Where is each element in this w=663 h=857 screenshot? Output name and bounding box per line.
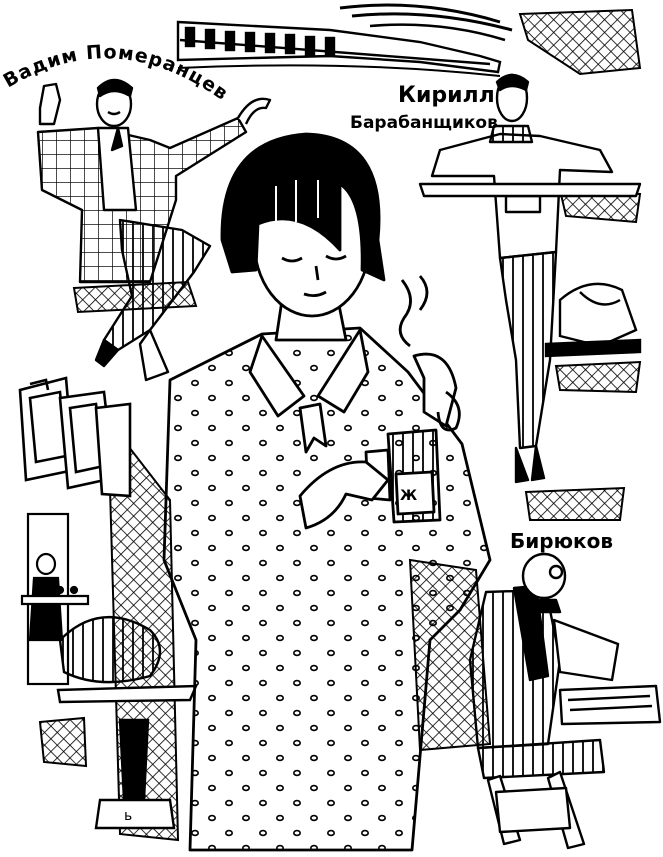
svg-text:Ж: Ж [400, 488, 417, 504]
train-drawing [176, 3, 513, 77]
figure-girl-with-tea: Ж [162, 132, 492, 852]
suitcases [18, 376, 132, 498]
figure-vadim-pomerantsev [36, 78, 272, 382]
figure-biryukov [468, 552, 662, 850]
pillow-on-shelf [544, 282, 642, 358]
figure-kirill-barabanshchikov [418, 73, 642, 484]
label-biryukov: Бирюков [510, 529, 613, 553]
label-kirill-first-name: Кирилл [398, 83, 495, 108]
hat-and-lamp: ь [56, 615, 198, 830]
svg-text:ь: ь [124, 808, 132, 824]
label-kirill-last-name: Барабанщиков [350, 113, 498, 133]
